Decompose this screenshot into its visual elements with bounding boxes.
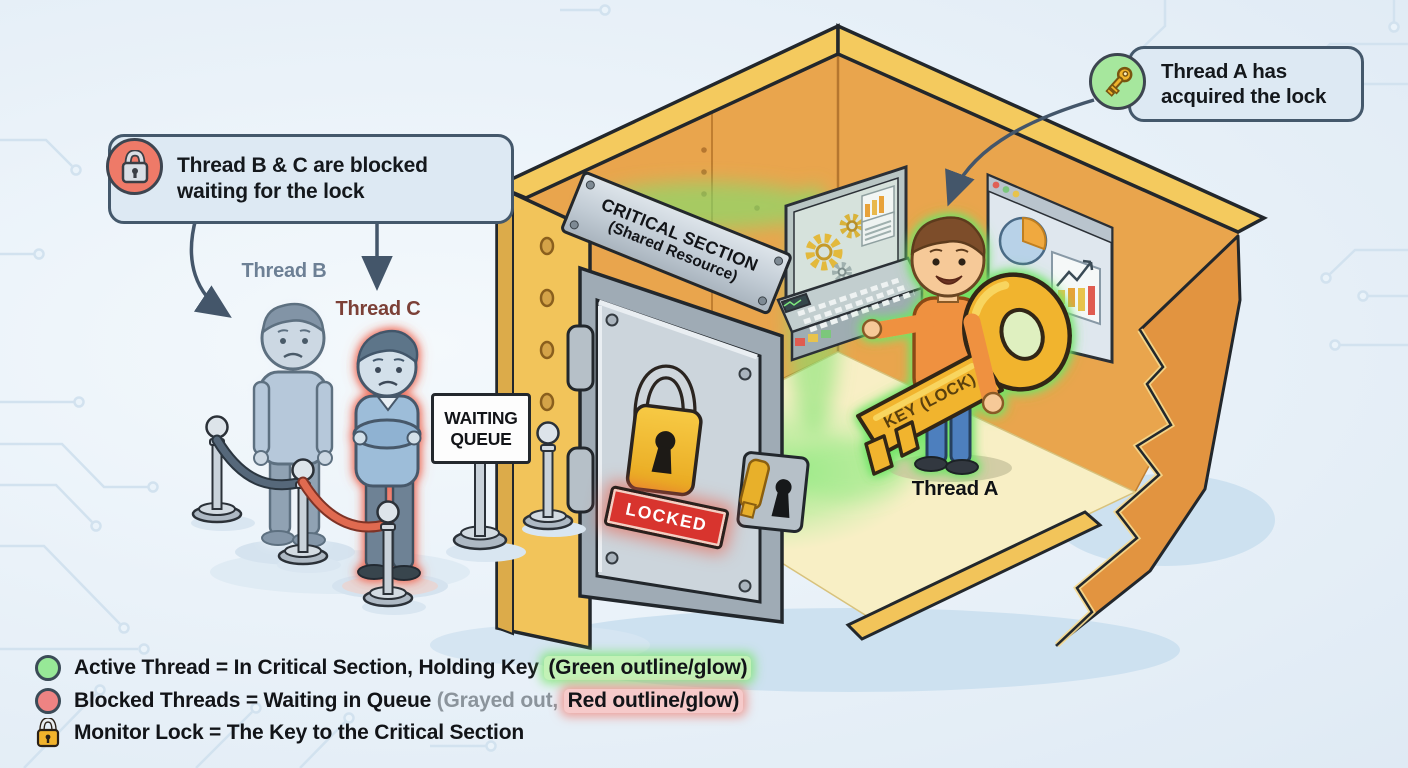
legend-active-text: Active Thread = In Critical Section, Hol…: [74, 656, 545, 679]
callout-blocked-threads: Thread B & C are blocked waiting for the…: [108, 134, 514, 224]
thread-a-character: [856, 216, 1072, 476]
thread-b-label: Thread B: [241, 260, 327, 282]
legend-blocked-highlight: Red outline/glow): [563, 689, 744, 713]
legend-blocked-threads: Blocked Threads = Waiting in Queue (Gray…: [26, 685, 744, 717]
waiting-queue-line2: QUEUE: [450, 428, 512, 449]
trend-arrow: [1056, 261, 1092, 287]
callout-acquired-line1: Thread A has: [1161, 59, 1287, 83]
waiting-queue-area: [191, 302, 586, 615]
legend-active-highlight: (Green outline/glow): [544, 656, 752, 680]
legend-monitor-text: Monitor Lock = The Key to the Critical S…: [74, 721, 524, 744]
control-console: [776, 164, 924, 362]
waiting-queue-line1: WAITING: [444, 407, 518, 428]
key-icon: [1089, 53, 1146, 110]
legend-monitor-lock: Monitor Lock = The Key to the Critical S…: [26, 717, 524, 749]
active-thread-dot-icon: [34, 654, 62, 682]
padlock-icon: [625, 364, 703, 497]
golden-key: [856, 272, 1072, 476]
legend-blocked-text: Blocked Threads = Waiting in Queue: [74, 689, 437, 712]
smile: [935, 275, 963, 285]
blocked-thread-dot-icon: [34, 687, 62, 715]
annotation-arrows: [189, 98, 1095, 318]
thread-c-label: Thread C: [335, 298, 421, 320]
callout-blocked-line2: waiting for the lock: [177, 180, 365, 203]
thread-a-label: Thread A: [911, 477, 999, 500]
callout-blocked-line1: Thread B & C are blocked: [177, 153, 428, 177]
keyboard: [797, 276, 915, 333]
legend-active-thread: Active Thread = In Critical Section, Hol…: [26, 652, 752, 684]
hair: [910, 216, 986, 259]
legend-blocked-muted: (Grayed out,: [436, 689, 564, 712]
callout-acquired-line2: acquired the lock: [1161, 85, 1327, 108]
lock-icon: [106, 138, 163, 195]
monitor-lock-icon: [34, 718, 62, 748]
cutaway-wall: [1054, 234, 1242, 648]
thread-c-character: [352, 329, 422, 581]
arrow-to-thread-a: [945, 98, 1095, 207]
waiting-queue-sign: WAITING QUEUE: [431, 393, 531, 464]
callout-acquired-lock: Thread A has acquired the lock: [1128, 46, 1364, 122]
hinge: [566, 446, 595, 514]
gear-icon: [805, 213, 865, 282]
keyhole-plate: [736, 451, 810, 534]
floor-ledge: [845, 510, 1103, 641]
arrow-to-thread-b: [189, 217, 232, 318]
stanchions: [191, 415, 586, 615]
rope-gray: [213, 436, 307, 489]
rope-red: [299, 478, 392, 531]
hinge: [566, 324, 595, 392]
rim-right: [836, 23, 1268, 234]
